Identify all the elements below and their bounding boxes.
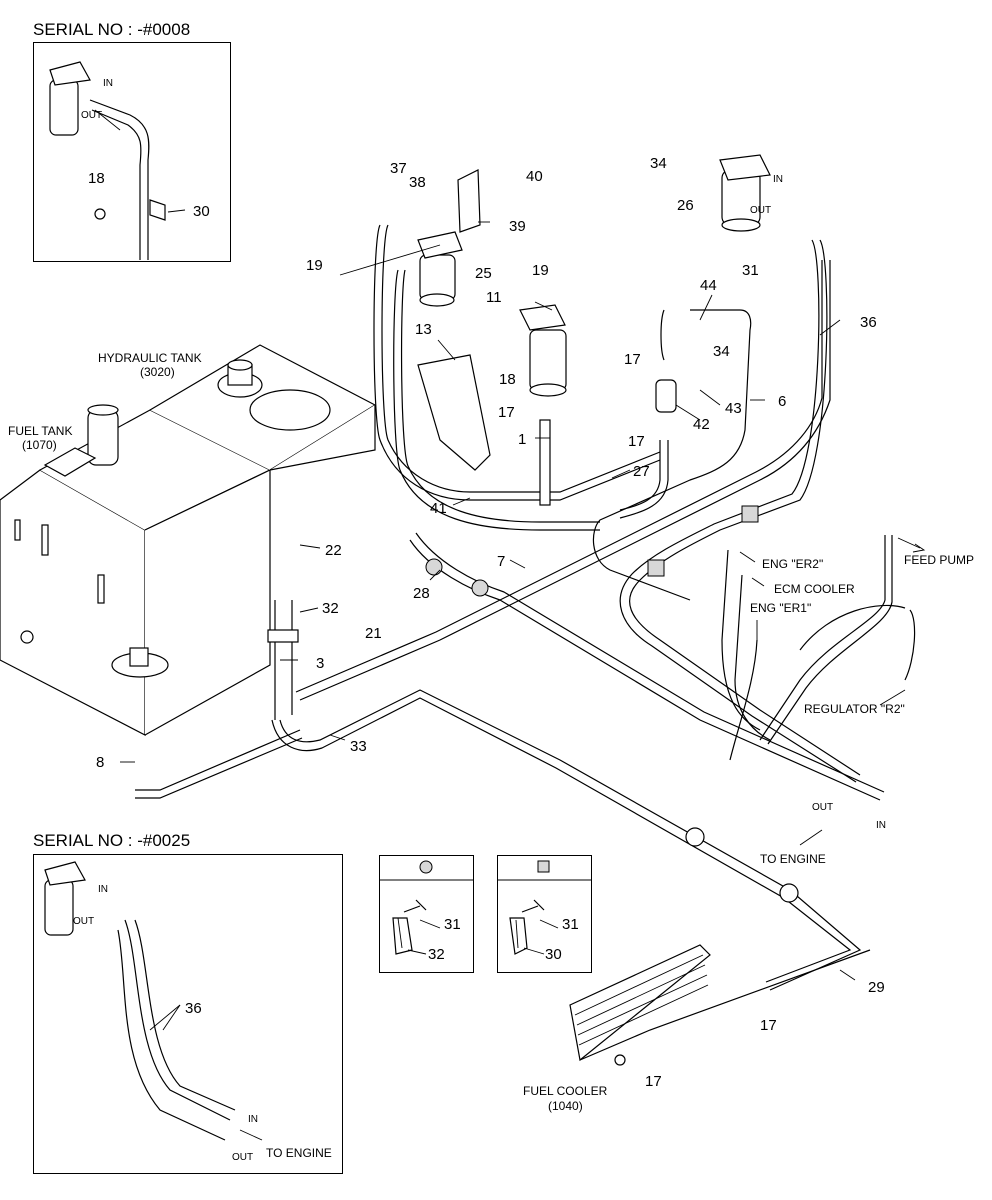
label-in-filter-26: IN [773,174,783,185]
serial-number-top: SERIAL NO : -#0008 [33,20,191,39]
callout-17-a: 17 [624,351,641,368]
callout-21: 21 [365,625,382,642]
legend-clamp-circle [379,855,474,973]
label-hydraulic-tank-ref: (3020) [140,365,175,379]
label-eng-er2: ENG "ER2" [762,557,823,571]
label-to-engine: TO ENGINE [760,852,826,866]
fuel-cooler [569,944,871,1066]
callout-17-b: 17 [498,404,515,421]
label-regulator-r2: REGULATOR "R2" [804,702,905,716]
callout-19-a: 19 [306,257,323,274]
callout-38: 38 [409,174,426,191]
legend-circle-marker [419,860,433,874]
inset-serial-0025 [33,854,343,1174]
mounting-plate-13 [417,354,491,471]
fuel-tank [0,404,272,736]
callout-26: 26 [677,197,694,214]
callouts: 1 3 6 7 8 11 13 17 17 17 17 17 18 18 19 … [88,155,885,1090]
label-fuel-cooler-ref: (1040) [548,1099,583,1113]
callout-43: 43 [725,400,742,417]
callout-18-b: 18 [499,371,516,388]
callout-30-a: 30 [193,203,210,220]
callout-25: 25 [475,265,492,282]
callout-31-b: 31 [444,916,461,933]
callout-32-a: 32 [322,600,339,617]
label-feed-pump: FEED PUMP [904,553,974,567]
label-in-inset-top: IN [103,78,113,89]
callout-11: 11 [486,289,502,306]
fuel-filter-26 [719,154,771,232]
callout-18-a: 18 [88,170,105,187]
callout-19-b: 19 [532,262,549,279]
label-out-filter-26: OUT [750,205,771,216]
callout-30-b: 30 [545,946,562,963]
label-out-main: OUT [812,802,833,813]
callout-13: 13 [415,321,432,338]
callout-32-b: 32 [428,946,445,963]
callout-33: 33 [350,738,367,755]
label-out-inset-bottom: OUT [73,916,94,927]
callout-36-a: 36 [860,314,877,331]
leader-lines [120,209,856,1031]
label-out-inset-top: OUT [81,110,102,121]
clamp-32-detail [392,899,441,955]
callout-8: 8 [96,754,104,771]
callout-41: 41 [430,500,447,517]
callout-17-c: 17 [628,433,645,450]
callout-28: 28 [413,585,430,602]
callout-22: 22 [325,542,342,559]
inset-top-detail [49,61,166,260]
callout-39: 39 [509,218,526,235]
callout-27: 27 [633,463,650,480]
label-in-inset-bottom: IN [98,884,108,895]
callout-6: 6 [778,393,786,410]
serial-number-bottom: SERIAL NO : -#0025 [33,831,191,850]
label-fuel-cooler: FUEL COOLER [523,1084,608,1098]
hydraulic-tank [149,344,377,471]
label-out-inset-bottom-end: OUT [232,1152,253,1163]
fuel-lines [135,224,916,991]
label-hydraulic-tank: HYDRAULIC TANK [98,351,202,365]
label-to-engine-inset: TO ENGINE [266,1146,332,1160]
strainer-42 [655,379,677,413]
callout-17-d: 17 [760,1017,777,1034]
label-in-main: IN [876,820,886,831]
inset-bottom-detail [44,861,236,1141]
bracket-39 [457,169,481,233]
label-in-inset-bottom-end: IN [248,1114,258,1125]
label-fuel-tank-ref: (1070) [22,438,57,452]
callout-31-c: 31 [562,916,579,933]
label-ecm-cooler: ECM COOLER [774,582,855,596]
fuel-filter-11 [519,304,567,397]
flow-arrows [94,109,926,1141]
callout-44: 44 [700,277,717,294]
text-labels: HYDRAULIC TANK (3020) FUEL TANK (1070) F… [8,78,974,1163]
callout-42: 42 [693,416,710,433]
callout-34-a: 34 [650,155,667,172]
callout-3: 3 [316,655,324,672]
callout-34-b: 34 [713,343,730,360]
inset-serial-0008 [33,42,231,262]
label-eng-er1: ENG "ER1" [750,601,811,615]
callout-37: 37 [390,160,407,177]
fuel-filter-25 [417,231,463,307]
callout-40: 40 [526,168,543,185]
callout-7: 7 [497,553,505,570]
callout-17-e: 17 [645,1073,662,1090]
callout-1: 1 [518,431,526,448]
legend-square-marker [537,860,550,873]
callout-36-b: 36 [185,1000,202,1017]
callout-29: 29 [868,979,885,996]
label-fuel-tank: FUEL TANK [8,424,72,438]
legend-clamp-square [497,855,592,973]
callout-31-a: 31 [742,262,759,279]
clamp-30-detail [509,899,559,955]
